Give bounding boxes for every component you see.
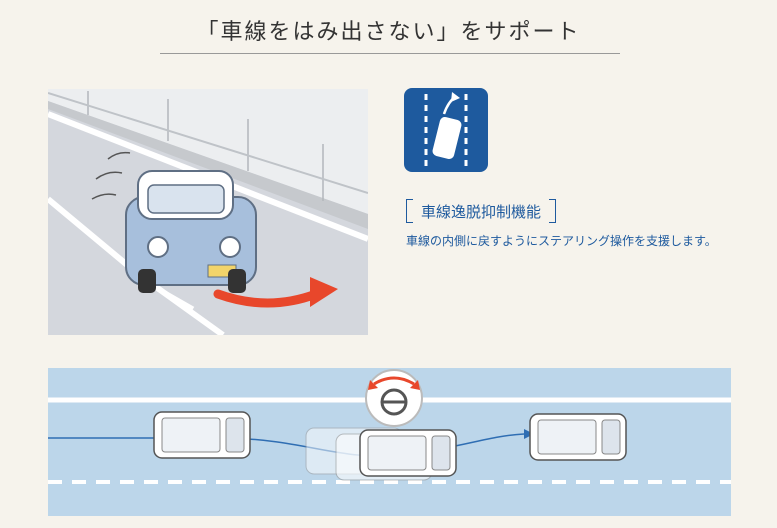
car-2 <box>359 429 457 477</box>
title-underline <box>160 53 620 54</box>
car-1 <box>153 411 251 459</box>
feature-title: 車線逸脱抑制機能 <box>406 198 557 224</box>
page-title: 「車線をはみ出さない」をサポート <box>196 20 581 45</box>
car-lane-illustration <box>48 89 368 335</box>
feature-description: 車線の内側に戻すようにステアリング操作を支援します。 <box>406 234 717 248</box>
bracket-left <box>406 199 413 223</box>
lane-correction-diagram <box>48 368 731 516</box>
feature-name: 車線逸脱抑制機能 <box>421 202 542 221</box>
car-3 <box>529 413 627 461</box>
steering-assist-icon <box>365 369 423 427</box>
lane-departure-icon <box>404 88 488 172</box>
bracket-right <box>549 199 557 223</box>
